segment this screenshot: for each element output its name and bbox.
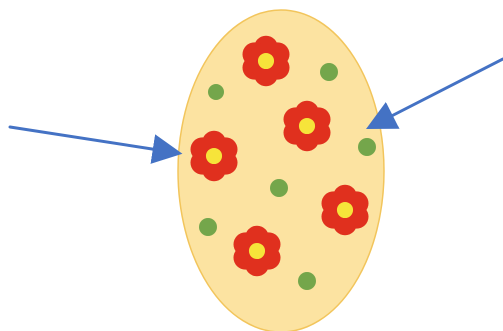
- dot-5: [199, 218, 217, 236]
- dot-6: [298, 272, 316, 290]
- dot-2: [208, 84, 224, 100]
- dot-3: [358, 138, 376, 156]
- arrow-right: [370, 59, 503, 127]
- flower-center: [337, 202, 353, 218]
- flower-center: [206, 148, 222, 164]
- flower-center: [249, 243, 265, 259]
- arrow-left: [10, 127, 178, 153]
- flower-center: [258, 53, 274, 69]
- dot-1: [320, 63, 338, 81]
- flower-center: [299, 118, 315, 134]
- dot-4: [270, 179, 288, 197]
